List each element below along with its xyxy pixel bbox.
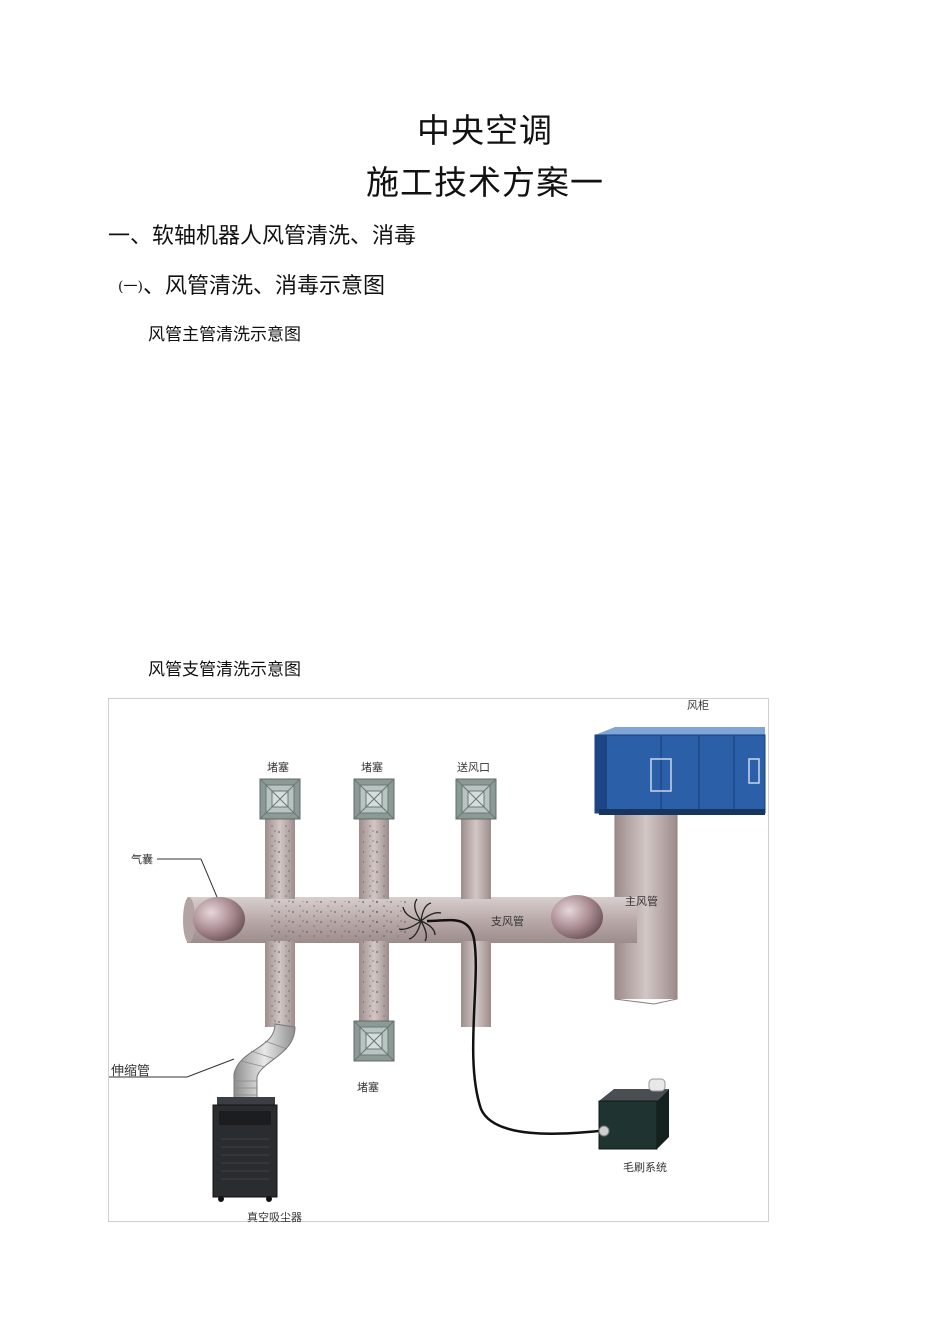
brush-system-machine	[598, 1078, 669, 1150]
label-air-cabinet: 风柜	[687, 699, 709, 712]
plug-grille-1	[259, 778, 301, 820]
label-supply-outlet: 送风口	[457, 760, 490, 774]
flexible-bellows-duct	[233, 1023, 296, 1105]
rotating-brush-head	[398, 898, 442, 942]
document-title-line-1: 中央空调	[417, 111, 553, 150]
label-plug-1: 堵塞	[267, 760, 289, 774]
air-cabinet-unit	[594, 727, 766, 815]
airbag-leader-line-2	[200, 858, 218, 898]
dust-particles-3	[289, 901, 409, 939]
label-plug-bottom: 堵塞	[357, 1080, 379, 1094]
subsection-number: (一)	[118, 279, 143, 295]
vertical-branch-3-upper	[461, 819, 491, 899]
dust-particles-1	[269, 824, 291, 1024]
airbag-left	[193, 897, 245, 941]
branch-duct-cleaning-diagram: 风柜 堵塞 堵塞 送风口 气囊 主风管 支风管 伸缩管 堵塞 毛刷系统 真空吸尘…	[108, 698, 769, 1223]
plug-grille-bottom	[353, 1020, 395, 1062]
branch-duct-caption: 风管支管清洗示意图	[148, 660, 301, 680]
label-main-duct: 主风管	[625, 894, 658, 908]
label-airbag: 气囊	[131, 852, 153, 866]
label-plug-2: 堵塞	[361, 760, 383, 774]
supply-outlet-grille	[455, 778, 497, 820]
diagram-svg: 风柜 堵塞 堵塞 送风口 气囊 主风管 支风管 伸缩管 堵塞 毛刷系统 真空吸尘…	[109, 699, 766, 1223]
airbag-right	[551, 895, 603, 939]
subsection-heading: (一)、风管清洗、消毒示意图	[118, 268, 385, 300]
main-duct-caption: 风管主管清洗示意图	[148, 325, 301, 345]
label-branch-duct: 支风管	[491, 914, 524, 928]
subsection-title: 、风管清洗、消毒示意图	[142, 274, 385, 299]
bellows-ribs	[234, 1040, 288, 1096]
brush-cable	[426, 918, 600, 1135]
branch-duct-end	[183, 897, 195, 943]
label-bellows: 伸缩管	[111, 1063, 150, 1079]
bellows-leader-line-2	[186, 1058, 235, 1078]
plug-grille-2	[353, 778, 395, 820]
label-brush-system: 毛刷系统	[623, 1161, 667, 1174]
document-title-line-2: 施工技术方案一	[366, 163, 604, 202]
label-vacuum-collector: 真空吸尘器	[247, 1210, 302, 1223]
vacuum-collector-machine	[212, 1097, 278, 1202]
section-heading: 一、软轴机器人风管清洗、消毒	[108, 224, 417, 249]
